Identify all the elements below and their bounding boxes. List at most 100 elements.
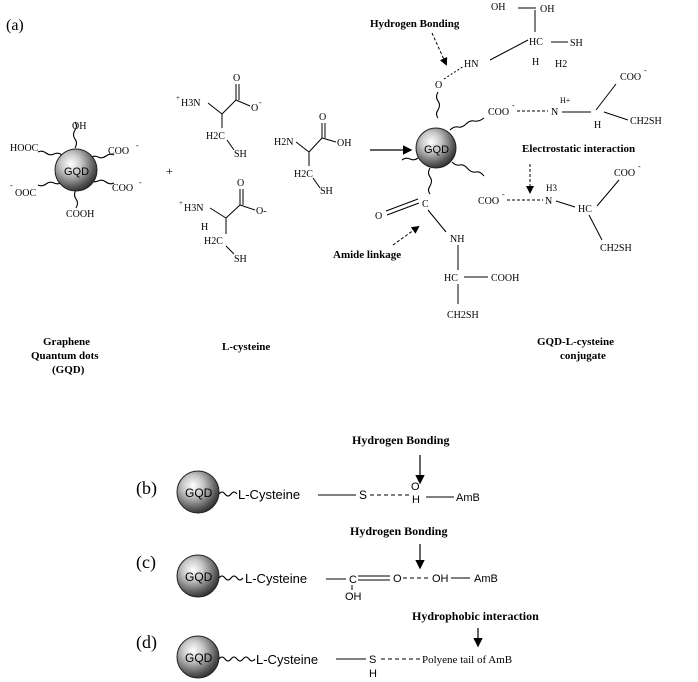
h3n-label: H3N [181,98,200,109]
gqd-sphere-label: GQD [424,144,449,156]
o-label: O [233,73,240,84]
gqd-sphere [176,635,220,679]
bond [225,204,241,219]
h-label: H [412,494,420,506]
cysteine-structure-c: + H3N O O- H H2C SH [179,178,267,265]
gqd-ooc-left-label: OOC [15,188,36,199]
polyene-tail-label: Polyene tail of AmB [422,654,512,666]
gqd-sphere-label: GQD [64,166,89,178]
gqd-sphere-label: GQD [185,570,213,584]
panel-label-b: (b) [136,478,157,499]
bond [385,198,419,212]
gqd-sphere-label: GQD [185,486,213,500]
charge-plus: + [176,94,180,102]
nh-label: NH [450,234,464,245]
sh-label: SH [320,186,333,197]
bond [489,39,529,61]
panel-label-c: (c) [136,552,156,573]
coo-label: COO [620,72,641,83]
h-label: H [594,120,601,131]
panel-c-title: Hydrogen Bonding [350,524,447,538]
o-label: O [319,112,326,123]
wavy-bond [73,189,79,209]
o-label: O [237,178,244,189]
bond [209,207,227,219]
gqd-hooc-label: HOOC [10,143,39,154]
wavy-bond [451,161,485,177]
hc-label: HC [444,273,458,284]
bond [588,214,603,241]
caption-conjugate-line1: GQD-L-cysteine [537,336,614,348]
o-label: O [375,211,382,222]
amb-label: AmB [474,573,498,585]
sh-label: SH [570,38,583,49]
wavy-bond [37,181,63,187]
oh-label: OH [540,4,554,15]
ch2sh-label: CH2SH [600,243,632,254]
oh-label: OH [337,138,351,149]
h2-label: H2 [555,59,567,70]
gqd-sphere [54,148,98,192]
o-label: O [411,481,420,493]
oh-label: OH [432,573,449,585]
h2n-label: H2N [274,137,293,148]
gqd-coo-lower-label: COO [112,183,133,194]
minus-sign: - [512,101,515,110]
gqd-sphere [415,127,457,169]
coo-label: COO [614,168,635,179]
wavy-bond [435,91,441,119]
h-label: H [369,668,377,680]
caption-gqd-line1: Graphene [43,336,90,348]
bond [295,141,310,153]
cysteine-structure-a: + H3N O O - H2C SH [176,73,262,160]
dashed-arrow [392,225,420,246]
l-cysteine-label: L-Cysteine [245,571,307,586]
coo-label: COO [488,107,509,118]
panel-label-a: (a) [6,17,24,34]
electrostatic-title: Electrostatic interaction [522,143,635,155]
bond [308,137,323,153]
gqd-coo-right-label: COO [108,146,129,157]
coo-label: COO [478,196,499,207]
bond [603,111,629,121]
o-label: O [393,573,402,585]
caption-cysteine: L-cysteine [222,341,270,353]
oh-under-label: OH [345,591,362,603]
panel-b-title: Hydrogen Bonding [352,433,449,447]
minus-sign: - [502,190,505,199]
wavy-bond [72,121,78,149]
caption-conjugate-line2: conjugate [560,350,606,362]
bond [427,209,447,233]
wavy-bond [218,656,256,662]
cysteine-structure-b: H2N O OH H2C SH [274,112,351,197]
sh-label: SH [234,254,247,265]
n-label: N [551,107,558,118]
l-cysteine-label: L-Cysteine [238,487,300,502]
bond [312,177,321,189]
minus-sign: - [259,98,262,107]
o-minus-label: O- [256,206,267,217]
wavy-bond [218,575,244,581]
bond [239,204,256,211]
plus-sign: + [166,164,173,178]
bond [595,83,617,111]
c-label: C [349,574,357,586]
wavy-bond [449,117,485,131]
sh-label: SH [234,149,247,160]
minus-sign: - [10,181,13,190]
wavy-bond [37,150,63,156]
cooh-label: COOH [491,273,519,284]
minus-sign: - [644,66,647,75]
hbond-title-a: Hydrogen Bonding [370,18,460,30]
bond [225,245,235,255]
s-label: S [369,654,376,666]
bond [221,99,237,115]
minus-sign: - [638,162,641,171]
hn-label: HN [464,59,478,70]
panel-d-title: Hydrophobic interaction [412,609,539,623]
wavy-bond [427,167,433,195]
ch2sh-label: CH2SH [447,310,479,321]
wavy-bond [218,491,238,497]
ch2sh-label: CH2SH [630,116,662,127]
